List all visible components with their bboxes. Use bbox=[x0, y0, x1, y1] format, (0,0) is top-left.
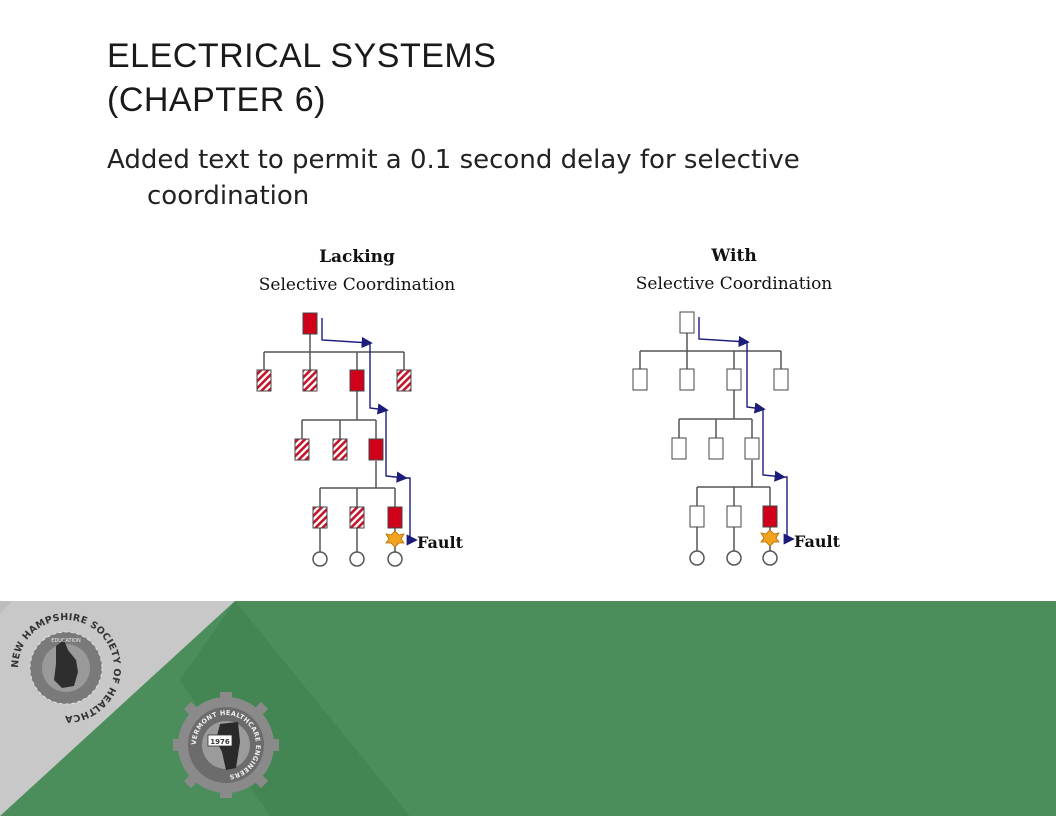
bullet-line-1: Added text to permit a 0.1 second delay … bbox=[107, 145, 800, 175]
title-line-1: ELECTRICAL SYSTEMS bbox=[107, 37, 497, 75]
with-heading: With bbox=[710, 246, 756, 266]
bullet-line-2: coordination bbox=[147, 181, 310, 211]
fault-spark-icon bbox=[760, 529, 780, 547]
selective-coordination-diagram: Lacking Selective Coordination bbox=[256, 246, 841, 567]
slide-title: ELECTRICAL SYSTEMS (CHAPTER 6) bbox=[107, 34, 496, 122]
lacking-heading: Lacking bbox=[319, 247, 395, 267]
footer-band bbox=[0, 601, 1056, 816]
bullet-text: Added text to permit a 0.1 second delay … bbox=[107, 142, 997, 214]
vt-logo-year: 1976 bbox=[210, 738, 230, 746]
fault-label: Fault bbox=[417, 533, 464, 552]
branch-breaker-tripped bbox=[762, 505, 778, 528]
lacking-subheading: Selective Coordination bbox=[259, 275, 456, 295]
title-line-2: (CHAPTER 6) bbox=[107, 81, 326, 119]
lacking-diagram: Lacking Selective Coordination bbox=[256, 247, 464, 567]
footer-gray-triangle bbox=[0, 601, 235, 816]
fault-label: Fault bbox=[794, 532, 841, 551]
with-subheading: Selective Coordination bbox=[636, 274, 833, 294]
nh-logo-inner-text: EDUCATION bbox=[51, 638, 81, 644]
with-diagram: With Selective Coordination bbox=[632, 246, 841, 566]
fault-spark-icon bbox=[385, 530, 405, 548]
main-breaker-tripped bbox=[302, 312, 318, 335]
fault-current-arrows bbox=[321, 318, 418, 546]
